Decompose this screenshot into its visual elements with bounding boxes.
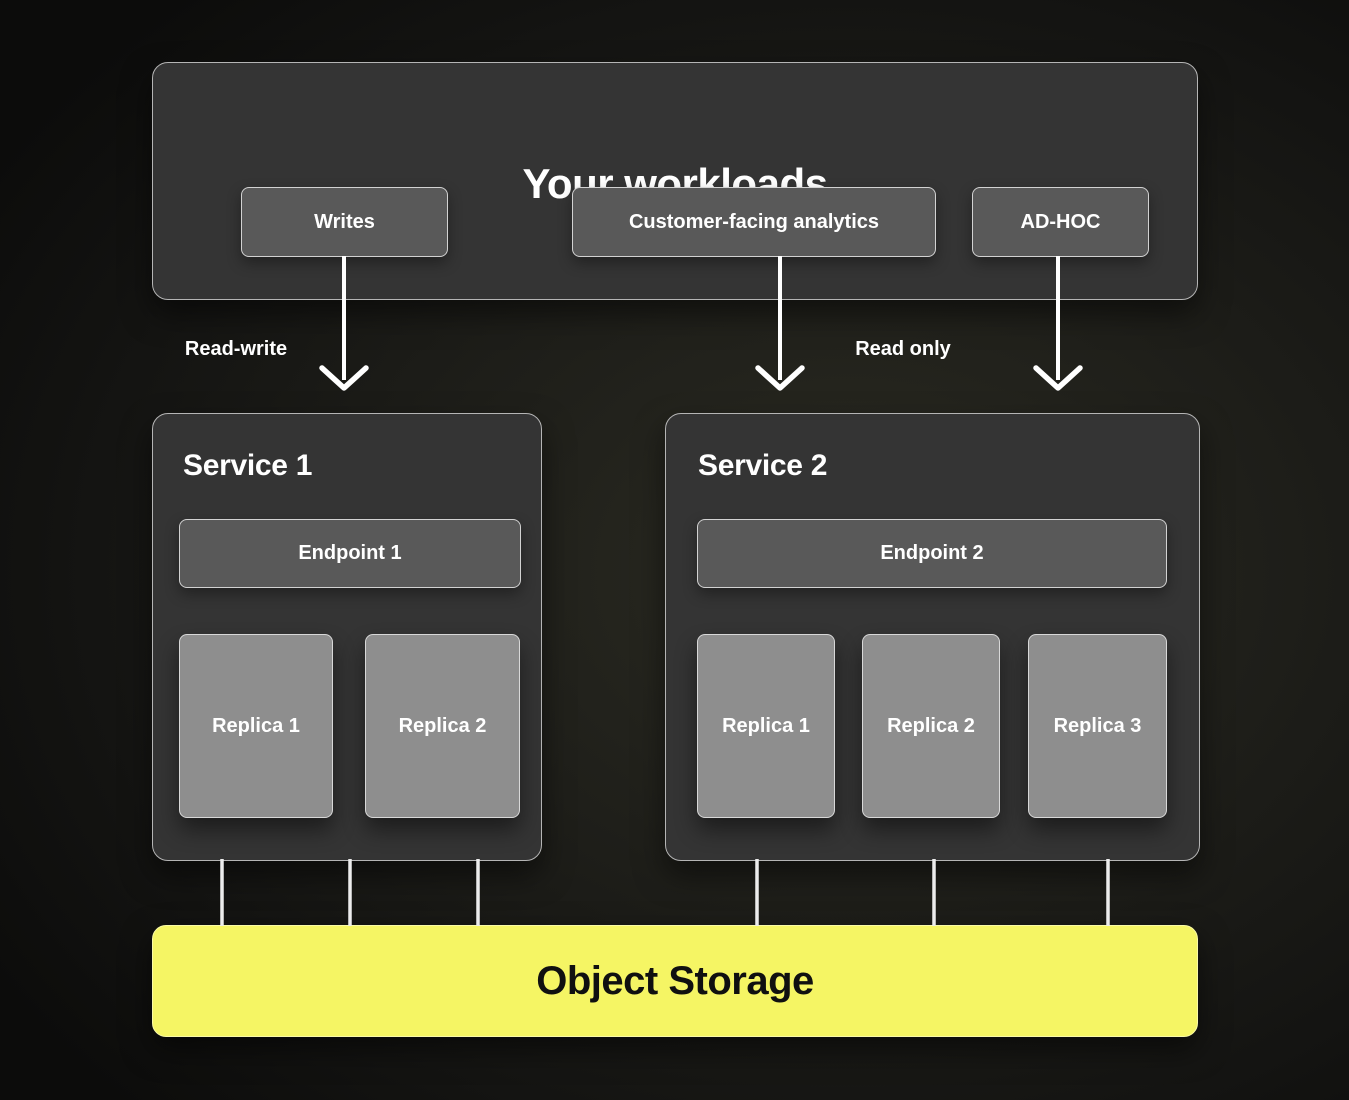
service1-replica2-node: Replica 2 bbox=[365, 634, 520, 818]
service2-replica2-node: Replica 2 bbox=[862, 634, 1000, 818]
workload-node-writes-label: Writes bbox=[314, 210, 375, 233]
service2-title: Service 2 bbox=[698, 449, 828, 482]
service1-endpoint-node: Endpoint 1 bbox=[179, 519, 521, 588]
object-storage-label: Object Storage bbox=[536, 958, 814, 1003]
service2-replica1-label: Replica 1 bbox=[722, 714, 810, 737]
service1-title: Service 1 bbox=[183, 449, 313, 482]
workload-node-adhoc-label: AD-HOC bbox=[1020, 210, 1101, 233]
service2-panel: Service 2 Endpoint 2 Replica 1 Replica 2… bbox=[665, 413, 1200, 861]
service1-replica1-node: Replica 1 bbox=[179, 634, 333, 818]
service1-replica2-label: Replica 2 bbox=[398, 714, 487, 737]
service1-replica1-label: Replica 1 bbox=[212, 714, 300, 737]
service2-replica3-label: Replica 3 bbox=[1053, 714, 1142, 737]
service1-endpoint-label: Endpoint 1 bbox=[298, 542, 402, 564]
service2-replica1-node: Replica 1 bbox=[697, 634, 835, 818]
workloads-panel: Your workloads Writes Customer-facing an… bbox=[152, 62, 1198, 300]
read-only-label: Read only bbox=[855, 338, 951, 360]
service1-panel: Service 1 Endpoint 1 Replica 1 Replica 2 bbox=[152, 413, 542, 861]
service2-replica3-node: Replica 3 bbox=[1028, 634, 1167, 818]
workload-node-analytics-label: Customer-facing analytics bbox=[628, 210, 880, 233]
service2-replica2-label: Replica 2 bbox=[887, 714, 975, 737]
service2-endpoint-node: Endpoint 2 bbox=[697, 519, 1167, 588]
workload-node-analytics: Customer-facing analytics bbox=[572, 187, 936, 257]
read-write-label: Read-write bbox=[184, 338, 288, 360]
workload-node-writes: Writes bbox=[241, 187, 448, 257]
workload-node-adhoc: AD-HOC bbox=[972, 187, 1149, 257]
storage-connectors bbox=[220, 859, 1110, 926]
service2-endpoint-label: Endpoint 2 bbox=[880, 542, 984, 564]
object-storage-bar: Object Storage bbox=[152, 925, 1198, 1037]
